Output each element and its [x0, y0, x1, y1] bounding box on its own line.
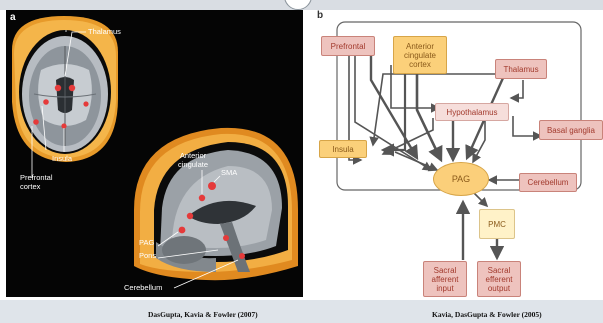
panel-b-letter: b — [317, 10, 324, 21]
panel-a-brain-images: a Thalamus Insula Prefrontal cortex Ante… — [6, 10, 303, 297]
node-sacral-efferent-output: Sacral efferent output — [477, 261, 521, 297]
citation-left: DasGupta, Kavia & Fowler (2007) — [148, 310, 258, 319]
label-insula: Insula — [52, 154, 73, 163]
insula-activation-right — [83, 101, 89, 107]
anterior-cingulate-activation — [198, 194, 206, 202]
label-leader-lines — [31, 30, 239, 289]
node-prefrontal: Prefrontal — [321, 36, 375, 56]
node-anterior-cingulate-cortex: Anterior cingulate cortex — [393, 36, 447, 74]
node-basal-ganglia: Basal ganglia — [539, 120, 603, 140]
thalamus-activation-left — [54, 84, 62, 92]
prefrontal-activation — [33, 119, 39, 125]
label-prefrontal-cortex: Prefrontal cortex — [20, 173, 53, 191]
label-thalamus: Thalamus — [88, 27, 121, 36]
label-pag: PAG — [139, 238, 155, 247]
node-pmc: PMC — [479, 209, 515, 239]
axial-slice — [12, 16, 118, 162]
cerebellum-activation — [239, 253, 245, 259]
node-insula: Insula — [319, 140, 367, 158]
insula-activation — [43, 99, 49, 105]
panel-a-letter: a — [10, 12, 16, 23]
panel-b-circuit-diagram: b Prefrontal — [313, 10, 603, 297]
label-anterior-cingulate: Anterior cingulate — [178, 151, 209, 169]
pons-activation — [223, 235, 229, 241]
label-cerebellum: Cerebellum — [124, 283, 163, 292]
midline-activation — [61, 123, 67, 129]
node-cerebellum: Cerebellum — [519, 173, 577, 192]
node-pag: PAG — [433, 162, 489, 196]
pag-activation — [178, 226, 186, 234]
label-sma: SMA — [221, 168, 238, 177]
sagittal-slice — [134, 127, 298, 281]
citation-right: Kavia, DasGupta & Fowler (2005) — [432, 310, 542, 319]
brain-scan-illustration — [12, 16, 298, 289]
node-hypothalamus: Hypothalamus — [435, 103, 509, 121]
node-sacral-afferent-input: Sacral afferent input — [423, 261, 467, 297]
label-pons: Pons — [139, 251, 157, 260]
node-thalamus: Thalamus — [495, 59, 547, 79]
citation-bar — [0, 300, 603, 323]
sma-activation — [208, 182, 216, 190]
cingulate-activation-2 — [186, 212, 194, 220]
thalamus-activation-right — [68, 84, 76, 92]
